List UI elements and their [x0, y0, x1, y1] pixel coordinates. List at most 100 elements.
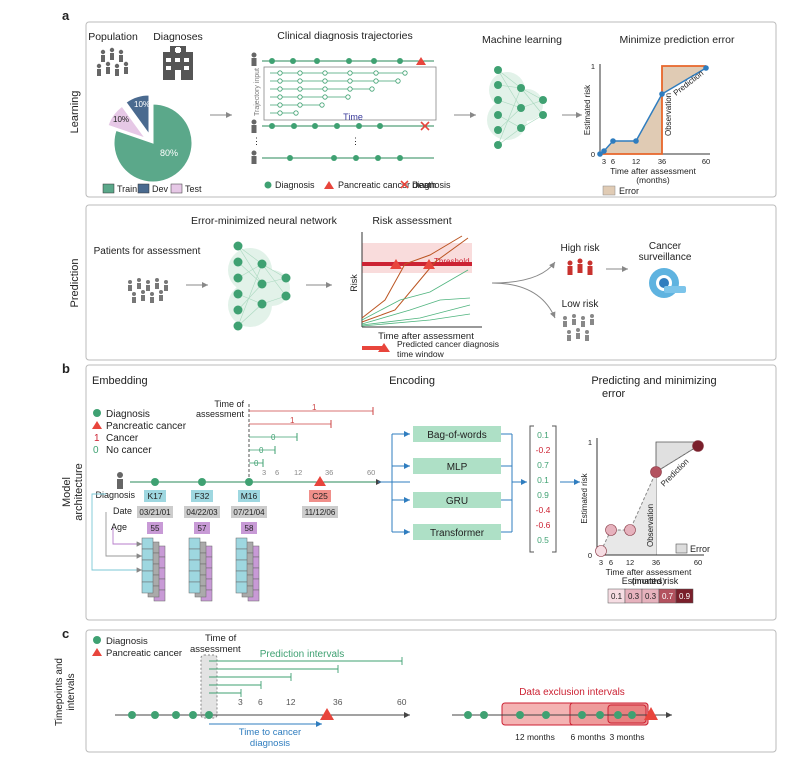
predict-title-2: error: [602, 388, 626, 400]
pie-test-label: 10%: [113, 115, 129, 124]
surveillance-label-2: surveillance: [639, 252, 692, 263]
high-risk-label: High risk: [561, 243, 601, 254]
pie-train-label: 80%: [160, 148, 178, 158]
b-tick-36: 36: [325, 468, 333, 477]
risk-scale-value: 0.3: [628, 592, 640, 601]
svg-text:0: 0: [271, 433, 276, 442]
encoder-bow-label: Bag-of-words: [427, 430, 486, 441]
risk-scale-value: 0.3: [645, 592, 657, 601]
c-assessment-2: assessment: [190, 644, 241, 655]
b-tick-60: 60: [367, 468, 375, 477]
embedding-cell: [141, 537, 154, 550]
a-xtick: 60: [702, 157, 710, 166]
low-risk-icon: [563, 314, 594, 341]
code-f32: F32: [195, 491, 210, 501]
a-observation-label: Observation: [664, 93, 673, 136]
b-legend-nocancer: No cancer: [106, 445, 152, 456]
exclusion-title: Data exclusion intervals: [519, 687, 625, 698]
b-legend-cancer-sym: 1: [94, 433, 100, 444]
embedding-stacks: [141, 537, 260, 602]
learning-section: Learning Population Diagnoses 8: [69, 21, 777, 198]
output-vector: 0.1-0.20.70.10.9-0.4-0.60.5: [529, 425, 557, 553]
legend-dev: Dev: [152, 184, 169, 194]
nn-prediction-icon: [228, 241, 291, 331]
c-tick-6: 6: [258, 697, 263, 707]
model-side-label-2: architecture: [73, 463, 85, 520]
error-legend-swatch: [602, 185, 616, 196]
b-legend-diagnosis: Diagnosis: [106, 409, 150, 420]
age-1: 55: [151, 524, 160, 533]
encoder-mlp-label: MLP: [447, 462, 468, 473]
b-xtick: 36: [652, 558, 660, 567]
embedding-cell: [141, 581, 154, 594]
time-axis-label: Time: [343, 112, 363, 122]
time-after-label: Time after assessment: [378, 331, 474, 342]
embedding-cell: [141, 570, 154, 583]
window-label-1: Predicted cancer diagnosis: [397, 339, 499, 349]
svg-text:1: 1: [290, 416, 295, 425]
prediction-intervals-label: Prediction intervals: [260, 649, 344, 660]
risk-scale-value: 0.9: [679, 592, 691, 601]
embedding-cell: [235, 537, 248, 550]
encoding-title: Encoding: [389, 375, 435, 387]
ml-title: Machine learning: [482, 34, 562, 46]
embedding-cell: [188, 548, 201, 561]
timepoints-section: Timepoints and intervals Diagnosis Pancr…: [54, 629, 777, 753]
embedding-cell: [235, 548, 248, 561]
b-error-swatch: [675, 543, 688, 554]
error-area: [600, 66, 706, 154]
nn-learning-icon: [487, 66, 547, 149]
diagnoses-label: Diagnoses: [153, 31, 203, 43]
b-pancreatic-marker: [314, 476, 326, 486]
pie-dev-label: 10%: [134, 100, 150, 109]
excl-6-label: 6 months: [571, 732, 606, 742]
b-xtick: 60: [694, 558, 702, 567]
row-label-date: Date: [113, 506, 132, 516]
c-assessment-window: [200, 654, 218, 719]
date-3: 07/21/04: [233, 508, 265, 517]
row-label-age: Age: [111, 522, 127, 532]
age-2: 57: [198, 524, 207, 533]
b-prediction-point: [624, 524, 636, 536]
label-intervals-b: 1 1 0 0 0: [249, 403, 374, 468]
a-ytick-1: 1: [591, 62, 595, 71]
prediction-point: [703, 65, 709, 71]
traj-pancreatic-marker: [416, 57, 426, 65]
date-4: 11/12/06: [305, 508, 336, 517]
predict-title-1: Predicting and minimizing: [591, 375, 716, 387]
pie-train-slice: [113, 103, 193, 183]
b-error-label: Error: [690, 544, 710, 554]
b-xtick: 12: [626, 558, 634, 567]
encoder-gru: [413, 492, 501, 508]
b-prediction-point: [605, 524, 617, 536]
row-label-diagnosis: Diagnosis: [95, 490, 135, 500]
b-prediction-point: [650, 466, 662, 478]
prediction-side-label: Prediction: [69, 259, 81, 308]
risk-scale-cell: [675, 588, 694, 604]
b-patient-icon: [117, 472, 123, 489]
output-value: 0.9: [537, 490, 549, 500]
svg-text:⋮: ⋮: [252, 136, 261, 146]
time-to-cancer-1: Time to cancer: [239, 727, 301, 738]
embedding-cell: [235, 559, 248, 572]
embedding-cell: [188, 537, 201, 550]
embedding-cell: [235, 570, 248, 583]
c-assessment-1: Time of: [205, 633, 237, 644]
svg-text:0: 0: [259, 446, 264, 455]
prediction-point: [659, 91, 665, 97]
encoder-transformer-label: Transformer: [430, 528, 485, 539]
date-2: 04/22/03: [186, 508, 218, 517]
pie-legend: Train Dev Test: [102, 183, 202, 194]
mri-scanner-icon: [649, 268, 686, 298]
b-ytick-1: 1: [588, 438, 592, 447]
threshold-label: Threshold: [434, 257, 470, 266]
learning-side-label: Learning: [69, 91, 81, 134]
high-risk-icon: [567, 258, 593, 275]
b-xlabel-1: Time after assessment: [606, 567, 692, 577]
excl-3: [607, 704, 647, 724]
prediction-point: [601, 148, 607, 154]
c-tick-12: 12: [286, 697, 296, 707]
timepoints-side-label-2: intervals: [66, 673, 77, 710]
prediction-section: Prediction Patients for assessment Error…: [69, 204, 777, 361]
